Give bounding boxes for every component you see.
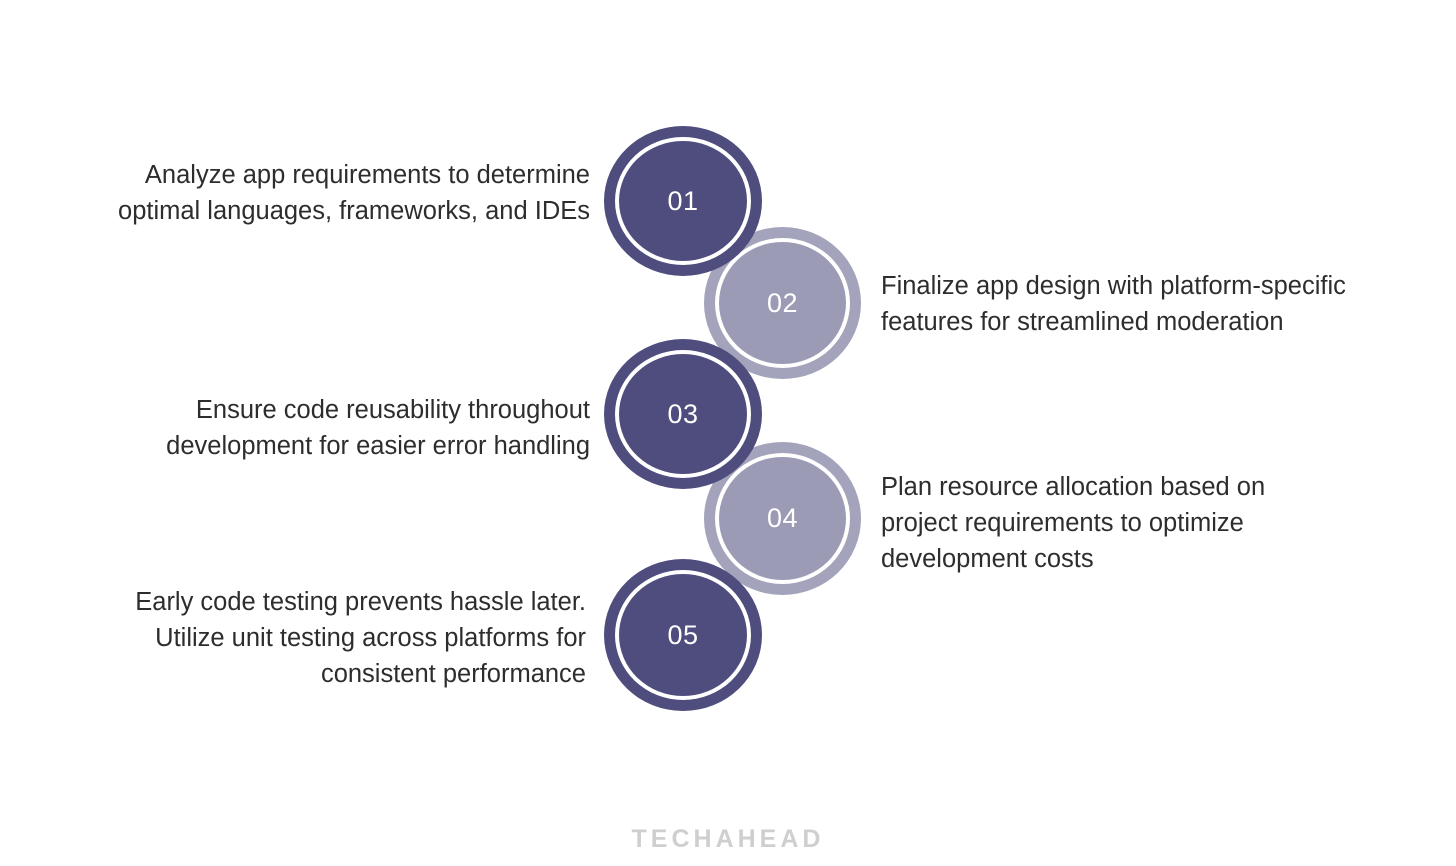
step-caption-01: Analyze app requirements to determine op… xyxy=(118,161,590,225)
step-circle-05[interactable]: 05 xyxy=(604,559,762,711)
step-circle-04[interactable]: 04 xyxy=(704,442,861,595)
circle-inner-ring-05 xyxy=(615,570,751,700)
circle-inner-ring-04 xyxy=(715,453,850,584)
step-caption-05: Early code testing prevents hassle later… xyxy=(135,588,586,688)
step-circle-01[interactable]: 01 xyxy=(604,126,762,276)
step-caption-03: Ensure code reusability throughout devel… xyxy=(166,396,590,460)
step-number-03: 03 xyxy=(667,398,699,429)
step-number-01: 01 xyxy=(667,185,699,216)
step-caption-02: Finalize app design with platform-specif… xyxy=(881,272,1346,336)
step-caption-04: Plan resource allocation based on projec… xyxy=(881,473,1266,573)
circle-inner-ring-03 xyxy=(615,350,751,478)
step-number-05: 05 xyxy=(667,619,699,650)
step-circle-03[interactable]: 03 xyxy=(604,339,762,489)
circle-inner-ring-01 xyxy=(615,137,751,265)
step-number-04: 04 xyxy=(766,503,799,533)
watermark-logo: TECHAHEAD xyxy=(631,825,825,853)
circle-inner-ring-02 xyxy=(715,238,850,368)
step-number-02: 02 xyxy=(766,287,799,318)
